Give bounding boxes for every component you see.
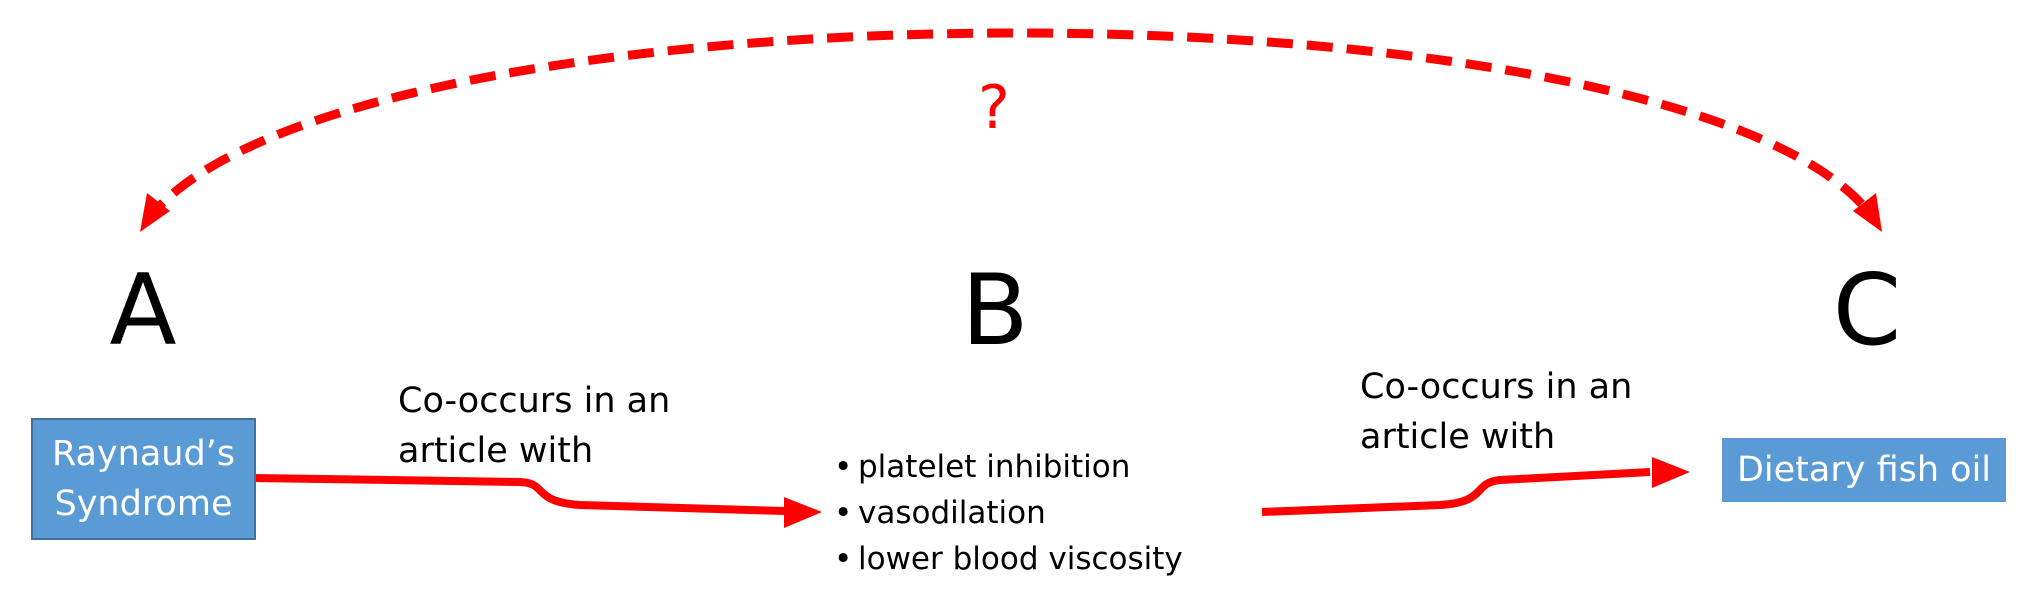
node-c-letter: C xyxy=(1832,254,1902,368)
concept-box-dietary-fish-oil: Dietary fish oil xyxy=(1722,438,2006,502)
arc-arrowhead-right xyxy=(1853,193,1882,232)
concept-a-line-2: Syndrome xyxy=(54,484,233,524)
b-c-edge-label: Co-occurs in an article with xyxy=(1360,362,1632,462)
a-c-dashed-arc xyxy=(142,28,1880,225)
concept-a-line-1: Raynaud’s xyxy=(51,434,236,474)
b-to-c-arrowhead xyxy=(1652,457,1690,488)
b-c-label-line-2: article with xyxy=(1360,417,1556,457)
a-to-b-arrow xyxy=(253,474,786,515)
node-a-letter: A xyxy=(109,254,177,368)
concept-c-label: Dietary fish oil xyxy=(1736,449,1992,490)
b-to-c-arrow xyxy=(1261,468,1651,516)
a-b-edge-label: Co-occurs in an article with xyxy=(398,376,670,476)
b-concept-item: platelet inhibition xyxy=(834,444,1183,490)
arc-arrowhead-left xyxy=(140,193,170,232)
node-b-letter: B xyxy=(961,254,1029,368)
b-concept-item: vasodilation xyxy=(834,490,1183,536)
b-concept-item: lower blood viscosity xyxy=(834,536,1183,582)
a-b-label-line-1: Co-occurs in an xyxy=(398,381,671,421)
a-b-label-line-2: article with xyxy=(398,431,594,471)
a-to-b-arrowhead xyxy=(784,497,822,528)
b-concept-list: platelet inhibition vasodilation lower b… xyxy=(834,444,1183,582)
a-c-question-label: ? xyxy=(978,73,1010,143)
b-c-label-line-1: Co-occurs in an xyxy=(1360,367,1633,407)
concept-box-raynauds-syndrome: Raynaud’s Syndrome xyxy=(31,418,256,540)
